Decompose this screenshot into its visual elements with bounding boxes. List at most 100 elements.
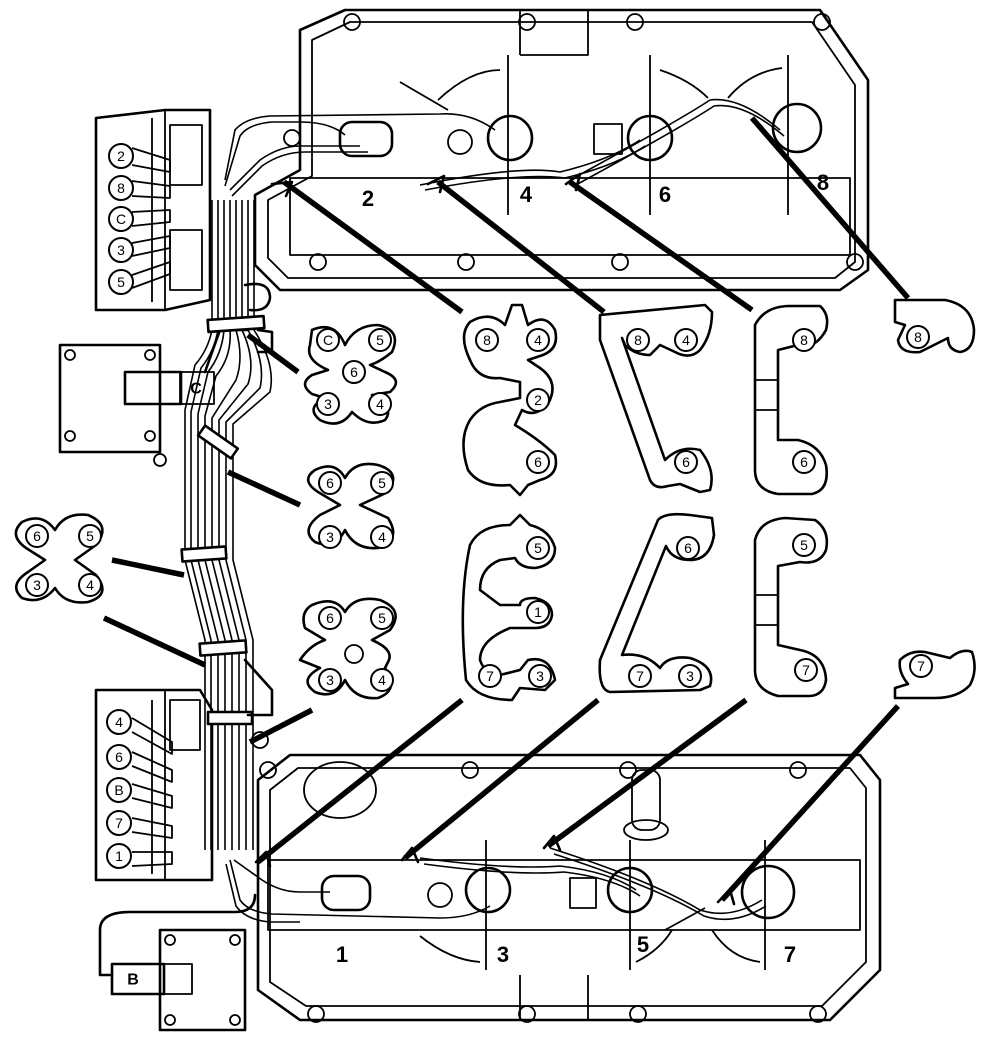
coil-top-terminal-5: 5 xyxy=(108,269,134,295)
coil-top-terminal-c: C xyxy=(108,206,134,232)
svg-text:8: 8 xyxy=(483,332,491,348)
cylinder-label-5: 5 xyxy=(637,932,649,957)
separator-center-1-tag-c: C xyxy=(316,328,340,352)
clamp-lower-3-tag-5: 5 xyxy=(792,533,816,557)
clamp-lower-3 xyxy=(753,516,829,698)
coil-top-terminal-3: 3 xyxy=(108,237,134,263)
clamp-lower-1-tag-7: 7 xyxy=(478,664,502,688)
svg-text:6: 6 xyxy=(326,475,334,491)
svg-text:7: 7 xyxy=(115,815,123,831)
svg-text:7: 7 xyxy=(917,658,925,674)
svg-text:5: 5 xyxy=(800,537,808,553)
clamp-upper-2-tag-4: 4 xyxy=(674,328,698,352)
clamp-lower-4 xyxy=(893,649,976,700)
svg-text:5: 5 xyxy=(376,332,384,348)
pointer-lines xyxy=(102,116,911,906)
svg-text:7: 7 xyxy=(636,668,644,684)
clamp-upper-3-tag-6: 6 xyxy=(792,450,816,474)
svg-text:5: 5 xyxy=(378,475,386,491)
top-plug-wires xyxy=(224,98,785,197)
svg-text:6: 6 xyxy=(115,749,123,765)
clamp-upper-2-tag-6: 6 xyxy=(674,450,698,474)
separator-center-2-tag-3: 3 xyxy=(318,525,342,549)
separator-center-1-tag-5: 5 xyxy=(368,328,392,352)
cylinder-label-2: 2 xyxy=(362,186,374,211)
separator-center-3-tag-3: 3 xyxy=(318,668,342,692)
clamp-upper-3 xyxy=(753,304,829,496)
svg-text:8: 8 xyxy=(634,332,642,348)
svg-text:B: B xyxy=(114,782,123,798)
svg-text:3: 3 xyxy=(324,396,332,412)
separator-center-1-tag-3: 3 xyxy=(316,392,340,416)
coil-bottom-terminal-4: 4 xyxy=(106,709,132,735)
svg-text:4: 4 xyxy=(115,714,123,730)
svg-text:4: 4 xyxy=(682,332,690,348)
clamp-upper-3-tag-8: 8 xyxy=(792,328,816,352)
svg-text:8: 8 xyxy=(117,180,125,196)
coil-top-terminal-2: 2 xyxy=(108,143,134,169)
svg-text:4: 4 xyxy=(534,332,542,348)
clamp-lower-4-tag-7: 7 xyxy=(909,654,933,678)
separator-left-tag-6: 6 xyxy=(25,524,49,548)
clamp-upper-4-tag-8: 8 xyxy=(906,325,930,349)
separator-center-2-tag-6: 6 xyxy=(318,471,342,495)
separator-center-2-tag-4: 4 xyxy=(370,525,394,549)
svg-text:2: 2 xyxy=(117,148,125,164)
svg-text:2: 2 xyxy=(534,392,542,408)
svg-text:1: 1 xyxy=(534,604,542,620)
separator-left-tag-4: 4 xyxy=(78,573,102,597)
clamp-lower-1-tag-1: 1 xyxy=(526,600,550,624)
separator-left-tag-3: 3 xyxy=(25,573,49,597)
bottom-plug-wires xyxy=(225,847,767,931)
svg-text:8: 8 xyxy=(914,329,922,345)
svg-text:6: 6 xyxy=(534,454,542,470)
svg-text:7: 7 xyxy=(486,668,494,684)
cylinder-label-8: 8 xyxy=(817,170,829,195)
svg-text:C: C xyxy=(116,211,126,227)
svg-text:6: 6 xyxy=(682,454,690,470)
svg-text:6: 6 xyxy=(800,454,808,470)
top-valve-cover xyxy=(253,8,870,292)
clamp-lower-2-tag-7: 7 xyxy=(628,664,652,688)
svg-text:4: 4 xyxy=(86,577,94,593)
clamp-lower-2-tag-6: 6 xyxy=(676,536,700,560)
cylinder-label-6: 6 xyxy=(659,182,671,207)
clamp-upper-1-tag-2: 2 xyxy=(526,388,550,412)
separator-center-3-tag-4: 4 xyxy=(370,668,394,692)
svg-text:5: 5 xyxy=(378,610,386,626)
coil-bottom-terminal-b: B xyxy=(106,777,132,803)
clamp-lower-2-tag-3: 3 xyxy=(678,664,702,688)
separator-center-1-tag-6: 6 xyxy=(342,360,366,384)
cylinder-label-3: 3 xyxy=(497,942,509,967)
svg-text:3: 3 xyxy=(536,668,544,684)
svg-text:3: 3 xyxy=(326,672,334,688)
coil-bottom-terminal-1: 1 xyxy=(106,843,132,869)
svg-text:5: 5 xyxy=(117,274,125,290)
coil-b-label: B xyxy=(127,972,139,989)
svg-text:3: 3 xyxy=(33,577,41,593)
svg-text:4: 4 xyxy=(378,672,386,688)
coil-top-terminal-8: 8 xyxy=(108,175,134,201)
separator-center-2-tag-5: 5 xyxy=(370,471,394,495)
clamp-upper-1 xyxy=(462,303,558,497)
clamp-lower-3-tag-7: 7 xyxy=(794,658,818,682)
top-coil-pack xyxy=(94,108,212,312)
svg-text:C: C xyxy=(323,332,333,348)
cylinder-label-1: 1 xyxy=(336,942,348,967)
clamp-upper-1-tag-4: 4 xyxy=(526,328,550,352)
svg-text:4: 4 xyxy=(378,529,386,545)
bottom-coil-pack xyxy=(94,688,214,882)
coil-bottom-terminal-6: 6 xyxy=(106,744,132,770)
svg-text:5: 5 xyxy=(534,540,542,556)
svg-text:3: 3 xyxy=(117,242,125,258)
svg-text:4: 4 xyxy=(376,396,384,412)
svg-text:3: 3 xyxy=(326,529,334,545)
svg-text:3: 3 xyxy=(686,668,694,684)
clamp-lower-1-tag-3: 3 xyxy=(528,664,552,688)
svg-text:6: 6 xyxy=(33,528,41,544)
coil-bottom-terminal-7: 7 xyxy=(106,810,132,836)
clamp-upper-1-tag-6: 6 xyxy=(526,450,550,474)
main-wire-harness xyxy=(180,200,274,850)
clamp-upper-2-tag-8: 8 xyxy=(626,328,650,352)
